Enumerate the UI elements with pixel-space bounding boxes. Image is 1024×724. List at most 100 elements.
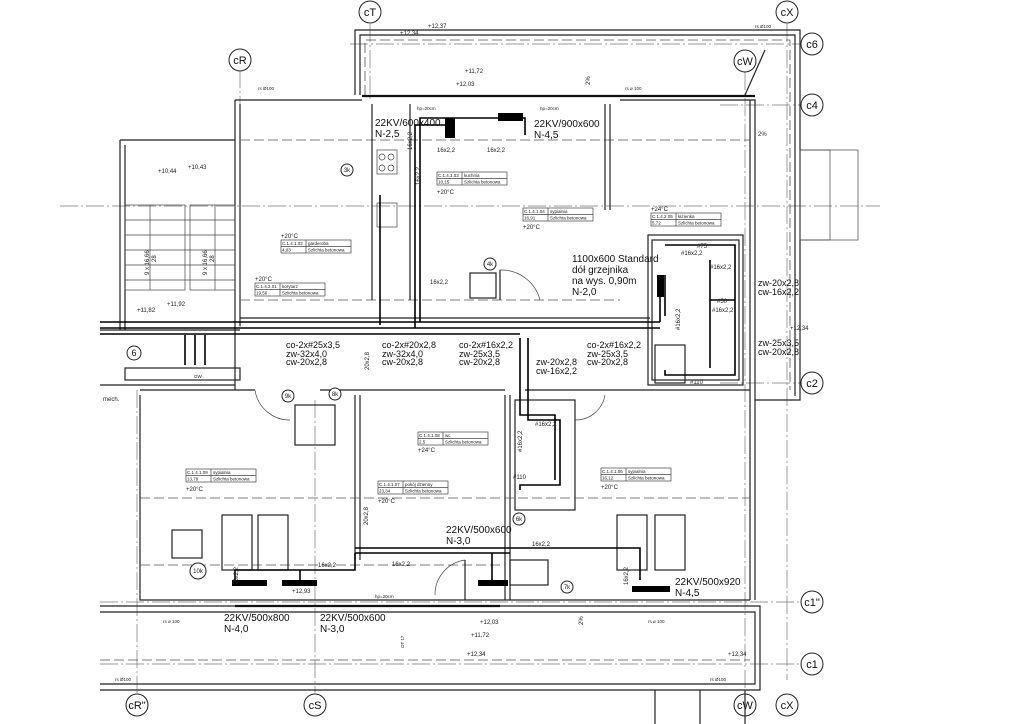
svg-text:16x2,2: 16x2,2 — [416, 166, 422, 185]
svg-text:korytarz: korytarz — [282, 284, 299, 289]
svg-text:cR": cR" — [128, 700, 145, 712]
svg-text:#16x2,2: #16x2,2 — [518, 430, 524, 452]
svg-text:hp=20cm: hp=20cm — [540, 106, 559, 111]
svg-text:sypialnia: sypialnia — [628, 469, 646, 474]
svg-text:22KV/500x600: 22KV/500x600 — [320, 613, 386, 624]
svg-text:łazienka: łazienka — [678, 214, 695, 219]
svg-text:#110: #110 — [690, 380, 704, 386]
svg-text:22KV/600x400: 22KV/600x400 — [375, 118, 441, 129]
svg-text:9 x 16,66: 9 x 16,66 — [145, 250, 151, 275]
svg-text:16x2,2: 16x2,2 — [392, 562, 411, 568]
svg-text:+12,34: +12,34 — [790, 326, 809, 332]
svg-text:Szlichta betonowa: Szlichta betonowa — [213, 477, 250, 482]
svg-text:+12,03: +12,03 — [480, 620, 499, 626]
svg-text:C.1.4.1.04: C.1.4.1.04 — [524, 209, 545, 214]
elevation-marks: +12,34 +12,37 +11,72 +12,03 +10,44 +10,4… — [137, 24, 809, 658]
svg-text:c6: c6 — [806, 39, 818, 51]
svg-text:cw-20x2,8: cw-20x2,8 — [459, 357, 500, 367]
svg-text:22KV/500x920: 22KV/500x920 — [675, 577, 741, 588]
grid-axis-c1-prime: c1" — [800, 590, 824, 614]
svg-text:cw-20x2,8: cw-20x2,8 — [286, 357, 327, 367]
svg-text:22KV/500x600: 22KV/500x600 — [446, 525, 512, 536]
svg-text:zw-25x3,5: zw-25x3,5 — [459, 349, 500, 359]
svg-text:+11,92: +11,92 — [167, 302, 186, 308]
svg-text:22KV/900x600: 22KV/900x600 — [534, 119, 600, 130]
markers: 3k 4k 6 9k 8k 10k 6k 7k — [126, 163, 574, 594]
svg-text:cW: cW — [737, 56, 754, 68]
svg-text:+11,82: +11,82 — [137, 308, 156, 314]
svg-text:C.1.4.1.02: C.1.4.1.02 — [282, 241, 303, 246]
svg-text:+20°C: +20°C — [523, 225, 541, 231]
svg-text:C.1.4.1.08: C.1.4.1.08 — [419, 433, 440, 438]
svg-text:OT 17: OT 17 — [400, 635, 405, 648]
grid-lines — [60, 24, 880, 693]
svg-text:cw-20x2,8: cw-20x2,8 — [587, 357, 628, 367]
notes: rs Ø100 rs Ø100 rs ø 100 rs ø 100 rs ø 1… — [103, 24, 772, 682]
svg-text:mech.: mech. — [103, 397, 120, 403]
svg-text:cw-16x2,2: cw-16x2,2 — [536, 366, 577, 376]
grid-axis-cR: cR — [228, 48, 252, 72]
svg-text:pokój dzienny: pokój dzienny — [405, 482, 433, 487]
pipe-labels: co-2x#25x3,5zw-32x4,0cw-20x2,8 co-2x#20x… — [234, 131, 799, 585]
svg-text:N-4,5: N-4,5 — [534, 130, 559, 141]
svg-text:16x2,2: 16x2,2 — [318, 563, 337, 569]
svg-text:hp=20cm: hp=20cm — [417, 106, 436, 111]
svg-text:cS: cS — [309, 700, 322, 712]
svg-text:wc: wc — [445, 433, 451, 438]
svg-text:co-2x#16x2,2: co-2x#16x2,2 — [459, 340, 513, 350]
svg-text:sypialnia: sypialnia — [213, 470, 231, 475]
svg-text:Szlichta betonowa: Szlichta betonowa — [445, 440, 482, 445]
svg-text:Szlichta betonowa: Szlichta betonowa — [282, 291, 319, 296]
svg-text:+10,44: +10,44 — [158, 169, 177, 175]
svg-text:#110: #110 — [513, 475, 527, 481]
grid-axis-c2: c2 — [800, 371, 824, 395]
svg-text:+12,93: +12,93 — [292, 589, 311, 595]
svg-text:16x2,2: 16x2,2 — [624, 566, 630, 585]
svg-text:C.1.4.1.06: C.1.4.1.06 — [602, 469, 623, 474]
svg-text:+12,03: +12,03 — [456, 82, 475, 88]
svg-text:20x2,8: 20x2,8 — [364, 506, 370, 525]
svg-text:28: 28 — [210, 255, 216, 262]
svg-text:2,5: 2,5 — [419, 440, 426, 445]
svg-text:10,15: 10,15 — [438, 180, 450, 185]
svg-text:#16x2,2: #16x2,2 — [681, 251, 703, 257]
grid-axis-c4: c4 — [800, 93, 824, 117]
svg-text:rs Ø100: rs Ø100 — [258, 86, 275, 91]
svg-text:cT: cT — [364, 7, 377, 19]
grid-axis-cT: cT — [358, 0, 382, 24]
svg-text:19,56: 19,56 — [256, 291, 268, 296]
grid-axis-cR-bottom: cR" — [125, 693, 149, 717]
svg-text:6k: 6k — [516, 517, 523, 523]
svg-text:rs Ø100: rs Ø100 — [710, 677, 727, 682]
svg-text:28: 28 — [152, 255, 158, 262]
svg-text:16x2,2: 16x2,2 — [234, 566, 240, 585]
svg-text:Szlichta betonowa: Szlichta betonowa — [405, 489, 442, 494]
svg-text:9 x 16,66: 9 x 16,66 — [203, 250, 209, 275]
svg-text:16x2,2: 16x2,2 — [437, 148, 456, 154]
svg-text:16x2,2: 16x2,2 — [430, 280, 449, 286]
svg-text:22KV/500x800: 22KV/500x800 — [224, 613, 290, 624]
svg-text:2%: 2% — [758, 132, 767, 138]
svg-text:cR: cR — [233, 55, 247, 67]
svg-text:c1: c1 — [806, 659, 818, 671]
grid-axis-cX-bottom: cX — [775, 693, 799, 717]
svg-text:rs ø 100: rs ø 100 — [648, 619, 665, 624]
svg-text:N-4,0: N-4,0 — [224, 624, 249, 635]
svg-text:+11,72: +11,72 — [465, 69, 484, 75]
svg-text:zw-20x2,8: zw-20x2,8 — [536, 357, 577, 367]
svg-text:16x2,2: 16x2,2 — [408, 131, 414, 150]
svg-text:co-2x#16x2,2: co-2x#16x2,2 — [587, 340, 641, 350]
svg-text:#16x2,2: #16x2,2 — [710, 265, 732, 271]
svg-text:16x2,2: 16x2,2 — [487, 148, 506, 154]
svg-text:c1": c1" — [804, 597, 820, 609]
svg-text:co-2x#20x2,8: co-2x#20x2,8 — [382, 340, 436, 350]
svg-text:rs Ø100: rs Ø100 — [115, 677, 132, 682]
svg-text:zw-32x4,0: zw-32x4,0 — [382, 349, 423, 359]
